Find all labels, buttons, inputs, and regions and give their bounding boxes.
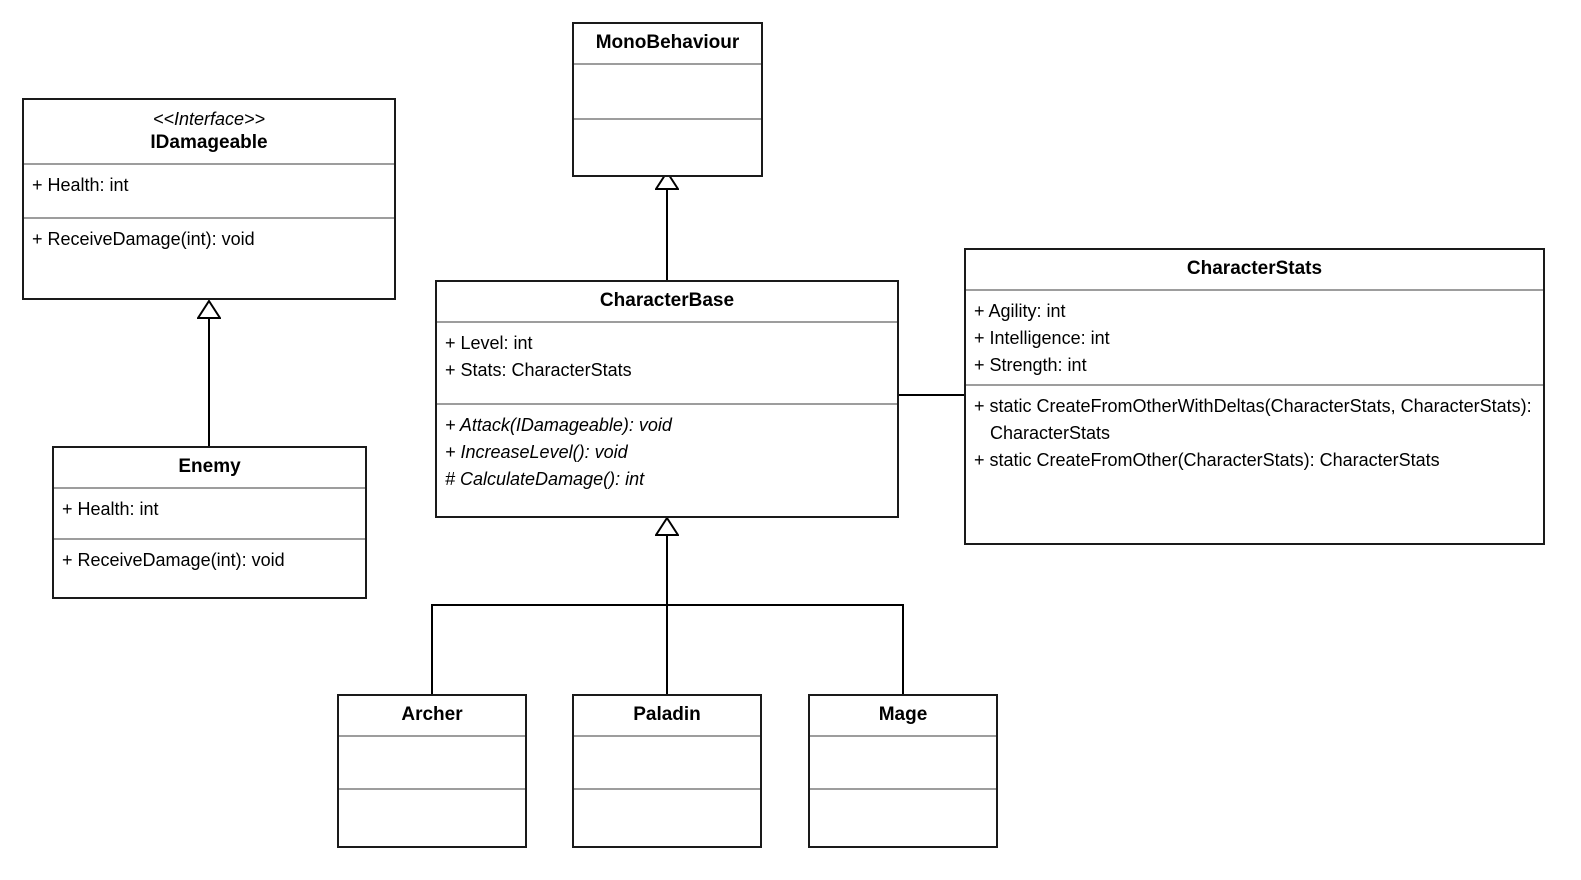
attributes-compartment-mage: [810, 737, 996, 790]
class-title-characterbase: CharacterBase: [437, 282, 897, 323]
attributes-compartment-archer: [339, 737, 525, 790]
stereotype-interface: <<Interface>>: [152, 109, 266, 129]
edge-bus-to-archer: [431, 604, 433, 694]
class-box-mage[interactable]: Mage: [808, 694, 998, 848]
edge-characterbase-down-stem: [666, 534, 668, 694]
method-row: # CalculateDamage(): int: [445, 469, 645, 489]
methods-compartment-enemy: + ReceiveDamage(int): void: [54, 540, 365, 595]
edge-characterbase-to-characterstats: [899, 394, 967, 396]
edge-subclass-bus: [431, 604, 904, 606]
attributes-compartment-paladin: [574, 737, 760, 790]
edge-bus-to-mage: [902, 604, 904, 694]
attribute-row: + Strength: int: [974, 355, 1087, 375]
attributes-compartment-idamageable: + Health: int: [24, 165, 394, 219]
class-title-archer: Archer: [339, 696, 525, 737]
edge-characterbase-to-monobehaviour: [666, 186, 668, 282]
attribute-row: + Level: int: [445, 333, 533, 353]
class-box-characterbase[interactable]: CharacterBase + Level: int + Stats: Char…: [435, 280, 899, 518]
method-row: + IncreaseLevel(): void: [445, 442, 628, 462]
class-box-archer[interactable]: Archer: [337, 694, 527, 848]
class-box-idamageable[interactable]: <<Interface>> IDamageable + Health: int …: [22, 98, 396, 300]
methods-compartment-characterbase: + Attack(IDamageable): void + IncreaseLe…: [437, 405, 897, 515]
methods-compartment-monobehaviour: [574, 120, 761, 177]
attribute-row: + Stats: CharacterStats: [445, 360, 632, 380]
attribute-row: + Intelligence: int: [974, 328, 1110, 348]
attributes-compartment-characterbase: + Level: int + Stats: CharacterStats: [437, 323, 897, 405]
class-box-paladin[interactable]: Paladin: [572, 694, 762, 848]
class-box-monobehaviour[interactable]: MonoBehaviour: [572, 22, 763, 177]
attribute-row: + Agility: int: [974, 301, 1066, 321]
class-title-enemy: Enemy: [54, 448, 365, 489]
attribute-row: + Health: int: [62, 499, 159, 519]
class-box-enemy[interactable]: Enemy + Health: int + ReceiveDamage(int)…: [52, 446, 367, 599]
method-row: + ReceiveDamage(int): void: [62, 550, 285, 570]
method-row: + static CreateFromOther(CharacterStats)…: [974, 450, 1440, 470]
attributes-compartment-enemy: + Health: int: [54, 489, 365, 540]
generalization-arrowhead-monobehaviour: [655, 171, 679, 190]
methods-compartment-characterstats: + static CreateFromOtherWithDeltas(Chara…: [966, 386, 1543, 542]
methods-compartment-mage: [810, 790, 996, 847]
methods-compartment-idamageable: + ReceiveDamage(int): void: [24, 219, 394, 279]
methods-compartment-paladin: [574, 790, 760, 847]
realization-arrowhead-idamageable: [197, 300, 221, 319]
attribute-row: + Health: int: [32, 175, 129, 195]
generalization-arrowhead-characterbase: [655, 517, 679, 536]
attributes-compartment-characterstats: + Agility: int + Intelligence: int + Str…: [966, 291, 1543, 386]
method-row: + ReceiveDamage(int): void: [32, 229, 255, 249]
class-title-mage: Mage: [810, 696, 996, 737]
methods-compartment-archer: [339, 790, 525, 847]
class-title-idamageable: <<Interface>> IDamageable: [24, 100, 394, 165]
class-title-paladin: Paladin: [574, 696, 760, 737]
attributes-compartment-monobehaviour: [574, 65, 761, 120]
method-row: + static CreateFromOtherWithDeltas(Chara…: [974, 396, 1537, 443]
class-title-characterstats: CharacterStats: [966, 250, 1543, 291]
edge-enemy-to-idamageable: [208, 316, 210, 448]
class-title-monobehaviour: MonoBehaviour: [574, 24, 761, 65]
class-box-characterstats[interactable]: CharacterStats + Agility: int + Intellig…: [964, 248, 1545, 545]
method-row: + Attack(IDamageable): void: [445, 415, 672, 435]
